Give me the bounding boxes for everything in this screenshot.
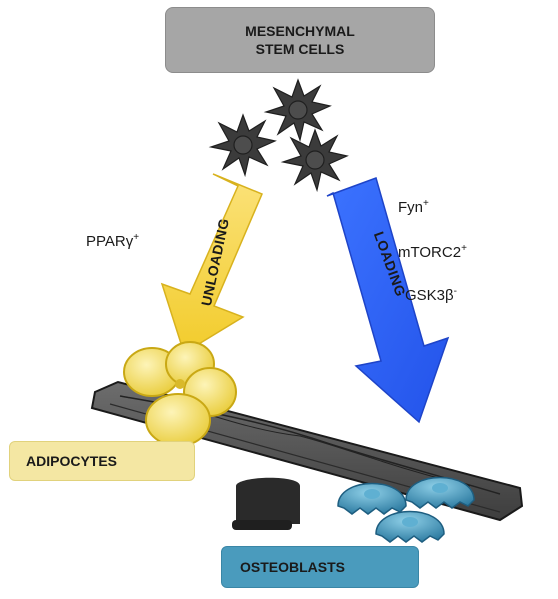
adipocytes-label: ADIPOCYTES: [26, 453, 118, 469]
factor-sign: +: [423, 198, 429, 209]
loading-arrow: [326, 177, 450, 424]
factor-name: mTORC2: [398, 244, 462, 261]
adipocytes-box: ADIPOCYTES: [9, 441, 195, 481]
factor-sign: -: [453, 286, 457, 297]
adipocyte-icon: [123, 341, 237, 447]
osteoblasts-label: OSTEOBLASTS: [240, 559, 346, 575]
osteoblasts-box: OSTEOBLASTS: [221, 546, 419, 588]
factor-gsk3beta: GSK3β-: [405, 286, 457, 304]
mesenchymal-label: MESENCHYMAL: [245, 23, 355, 39]
factor-name: Fyn: [398, 199, 424, 216]
mesenchymal-stem-cells-box: MESENCHYMAL STEM CELLS: [165, 7, 435, 73]
factor-name: GSK3β: [405, 287, 454, 304]
stem-cell-icon: [208, 78, 349, 193]
stem-cells-label: STEM CELLS: [255, 41, 345, 57]
osteoblast-icon: [337, 476, 475, 543]
factor-name: PPARγ: [86, 233, 134, 250]
factor-ppargamma: PPARγ+: [86, 232, 139, 250]
factor-sign: +: [461, 243, 467, 254]
factor-sign: +: [133, 232, 140, 243]
factor-mtorc2: mTORC2+: [398, 243, 467, 261]
factor-fyn: Fyn+: [398, 198, 429, 216]
